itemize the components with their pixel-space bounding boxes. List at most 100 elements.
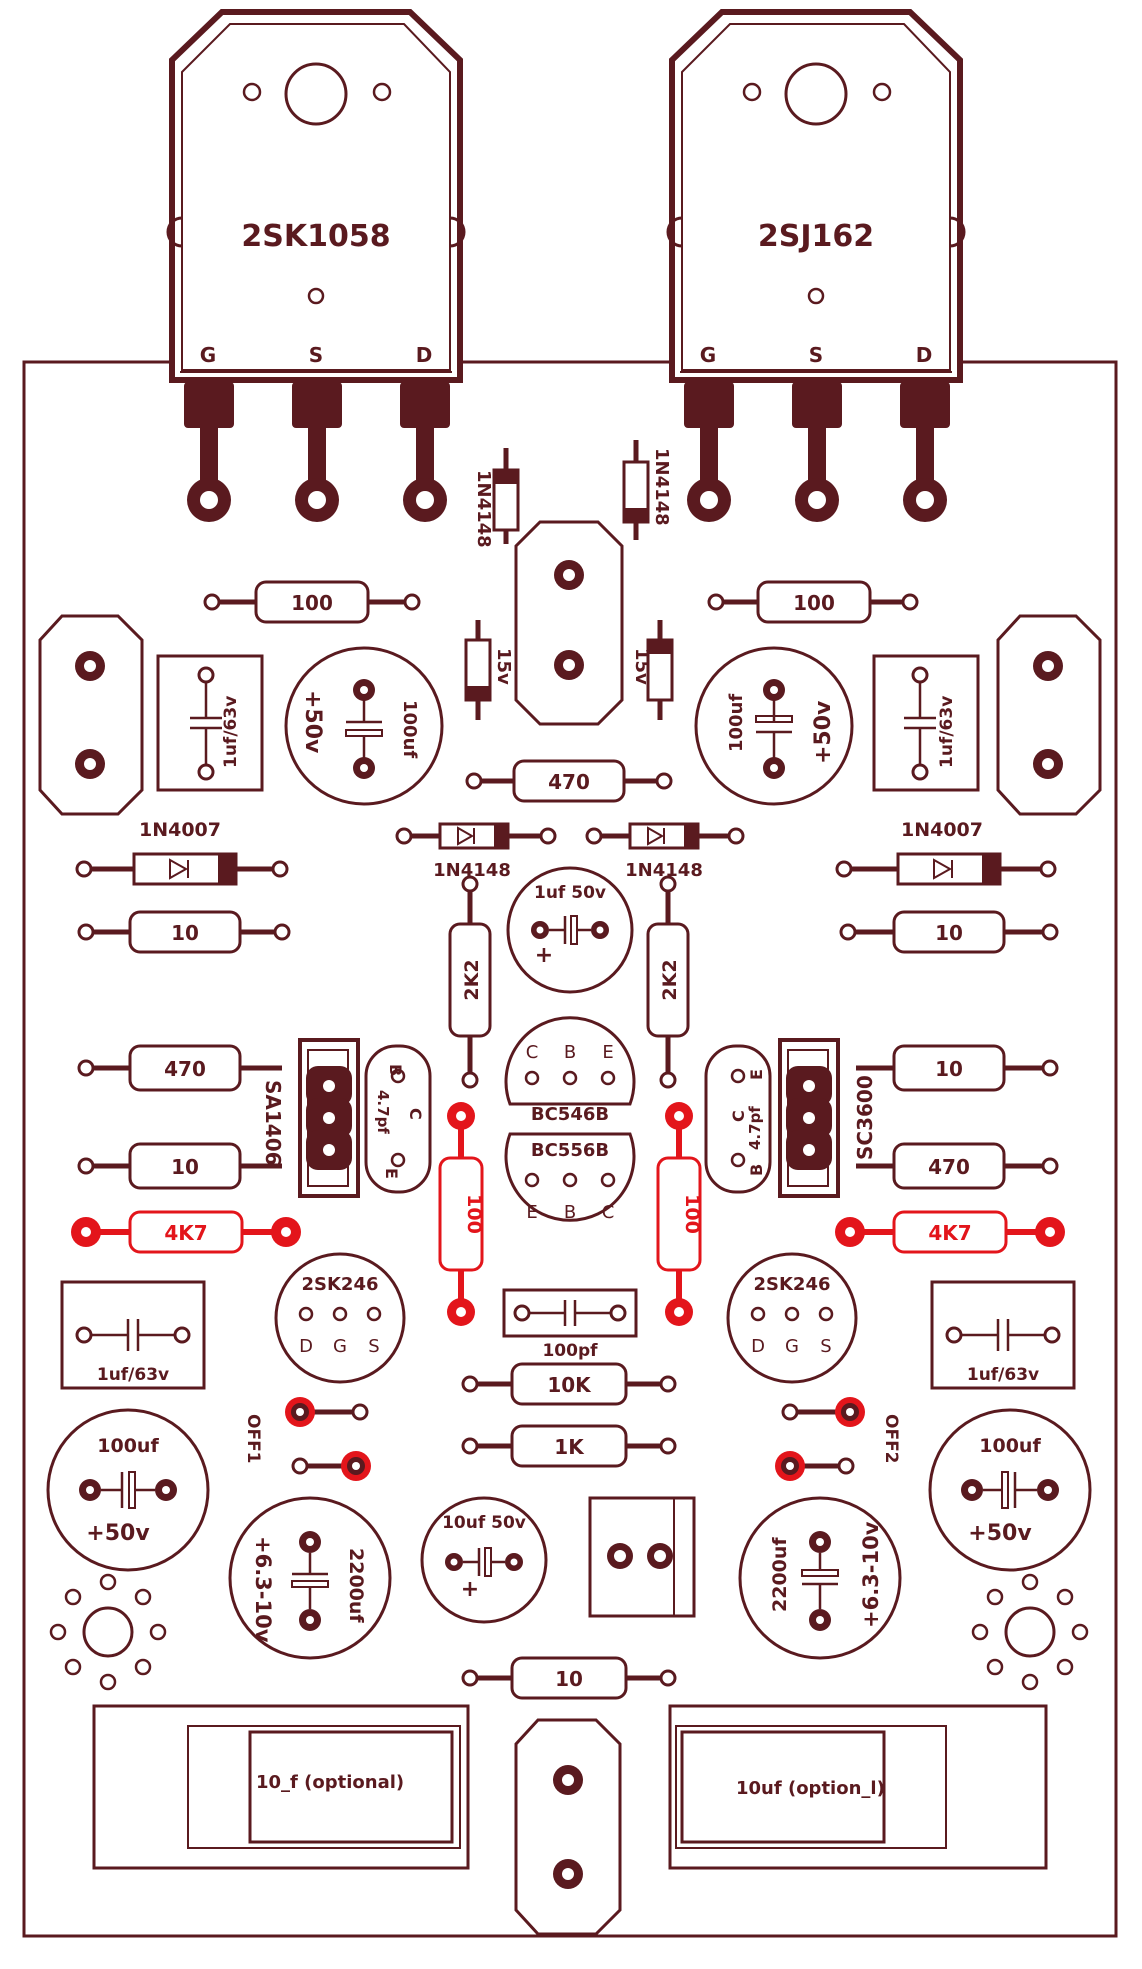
mounting-hole-left [49,1573,167,1691]
elco-10uf-center: 10uf 50v + [420,1496,548,1624]
resistor-2k2-left: 2K2 [448,875,492,1089]
bc556-pin-b: B [564,1202,576,1223]
jfet-left-pin-g: G [333,1336,347,1357]
resistor-10b-left: 10 [77,1142,282,1190]
elco-10uf-center-plus: + [461,1577,479,1602]
mounting-hole-right [971,1573,1089,1691]
mosfet-right-pin-s: S [809,343,823,367]
cap-center-1uf-label: 1uf 50v [534,883,606,903]
jfet-right: 2SK246 D G S [726,1252,858,1384]
elco-top-left-voltage: +50v [300,690,325,754]
jfet-left-part: 2SK246 [301,1274,378,1295]
to126-left-part: SA1406 [261,1080,285,1166]
to126-right-pin-e: E [747,1069,766,1080]
elco-mid-left: 100uf +50v [46,1408,210,1572]
diode-1n4148-top-left: 1N4148 [473,448,520,548]
elco-mid-right-value: 100uf [979,1435,1041,1457]
elco-2200-left: +6.3-10v 2200uf [228,1496,392,1660]
jfet-left: 2SK246 D G S [274,1252,406,1384]
resistor-10-left-label: 10 [171,921,199,945]
elco-top-right-value: 100uf [726,694,747,752]
elco-2200-right-voltage: +6.3-10v [859,1521,883,1628]
elco-mid-left-voltage: +50v [86,1521,150,1546]
zener-left-label: 15v [493,648,514,685]
resistor-4k7-right: 4K7 [835,1210,1065,1254]
to126-right-tab: 4.7pf [746,1106,764,1150]
terminal-block [588,1496,696,1618]
elco-2200-left-voltage: +6.3-10v [251,1536,275,1643]
resistor-2k2-right-label: 2K2 [659,959,681,1000]
diode-1n4007-right-label: 1N4007 [901,819,983,841]
resistor-10b-right-label: 10 [935,1057,963,1081]
mosfet-right-pin-g: G [700,343,716,367]
diode-1n4148-mid-right: 1N4148 [585,822,745,881]
resistor-gate-right: 100 [707,580,919,624]
to126-right: SC3600 4.7pf E C B [704,1038,877,1198]
board-outline [22,360,1118,1938]
resistor-10-bottom: 10 [461,1656,677,1700]
resistor-100-red-left: 100 [438,1102,485,1326]
elco-10uf-center-label: 10uf 50v [442,1513,526,1533]
mosfet-left-pin-g: G [200,343,216,367]
cap-center-1uf: 1uf 50v + [506,866,634,994]
to126-right-part: SC3600 [853,1075,877,1160]
diode-1n4148-mid-left: 1N4148 [395,822,557,881]
diode-1n4007-left: 1N4007 [75,819,289,886]
resistor-100-red-left-label: 100 [463,1194,485,1234]
elco-2200-left-value: 2200uf [345,1548,367,1623]
resistor-4k7-right-label: 4K7 [928,1221,971,1245]
film-cap-mid-left-label: 1uf/63v [97,1365,169,1385]
mosfet-left-pin-s: S [309,343,323,367]
offset-pads-left: OFF1 [243,1397,371,1481]
bc556-pin-e: E [526,1202,537,1223]
resistor-top-center-label: 470 [548,770,590,794]
mosfet-right: 2SJ162 G S D [666,9,966,522]
elco-top-right-voltage: +50v [811,700,836,764]
resistor-10b-left-label: 10 [171,1155,199,1179]
to126-left-pin-b: B [386,1064,405,1076]
film-cap-top-right-label: 1uf/63v [937,696,957,768]
jfet-right-part: 2SK246 [753,1274,830,1295]
elco-top-right: 100uf +50v [694,646,854,806]
jfet-right-pin-s: S [820,1336,831,1357]
to126-left-pin-c: C [406,1108,425,1120]
elco-top-left-value: 100uf [399,700,420,758]
jfet-right-pin-g: G [785,1336,799,1357]
film-cap-top-left-label: 1uf/63v [221,696,241,768]
to126-right-pin-b: B [747,1164,766,1176]
resistor-470-left: 470 [77,1044,282,1092]
film-cap-mid-right-label: 1uf/63v [967,1365,1039,1385]
resistor-470-left-label: 470 [164,1057,206,1081]
jfet-left-pin-s: S [368,1336,379,1357]
optional-cap-left: 10_f (optional) [92,1704,470,1870]
bc556-pin-c: C [602,1202,615,1223]
side-mount-left [38,614,144,816]
resistor-10b-right: 10 [856,1044,1059,1092]
resistor-gate-right-label: 100 [793,591,835,615]
resistor-10-left: 10 [77,910,291,954]
resistor-gate-left: 100 [203,580,421,624]
mosfet-left-pin-d: D [416,343,433,367]
resistor-1k: 1K [461,1424,677,1468]
jfet-left-pin-d: D [299,1336,313,1357]
cap-100pf-label: 100pf [542,1341,598,1361]
zener-right: 15v [631,620,674,720]
elco-mid-right: 100uf +50v [928,1408,1092,1572]
resistor-2k2-right: 2K2 [646,875,690,1089]
optional-cap-left-label: 10_f (optional) [256,1772,404,1793]
diode-1n4148-mid-left-label: 1N4148 [433,860,511,881]
to126-left: SA1406 4.7pf B C E [261,1038,432,1198]
diode-1n4148-top-right: 1N4148 [622,440,672,540]
diode-1n4007-right: 1N4007 [835,819,1057,886]
elco-mid-right-voltage: +50v [968,1521,1032,1546]
resistor-top-center: 470 [465,759,673,803]
optional-cap-right-label: 10uf (option_l) [736,1778,885,1799]
bc546-pin-c: C [526,1042,539,1063]
cap-center-1uf-plus: + [535,943,553,968]
resistor-4k7-left: 4K7 [71,1210,301,1254]
resistor-1k-label: 1K [554,1435,585,1459]
bc556-transistor: BC556B E B C [504,1132,636,1223]
resistor-100-red-right-label: 100 [681,1194,703,1234]
elco-2200-right-value: 2200uf [769,1537,791,1612]
